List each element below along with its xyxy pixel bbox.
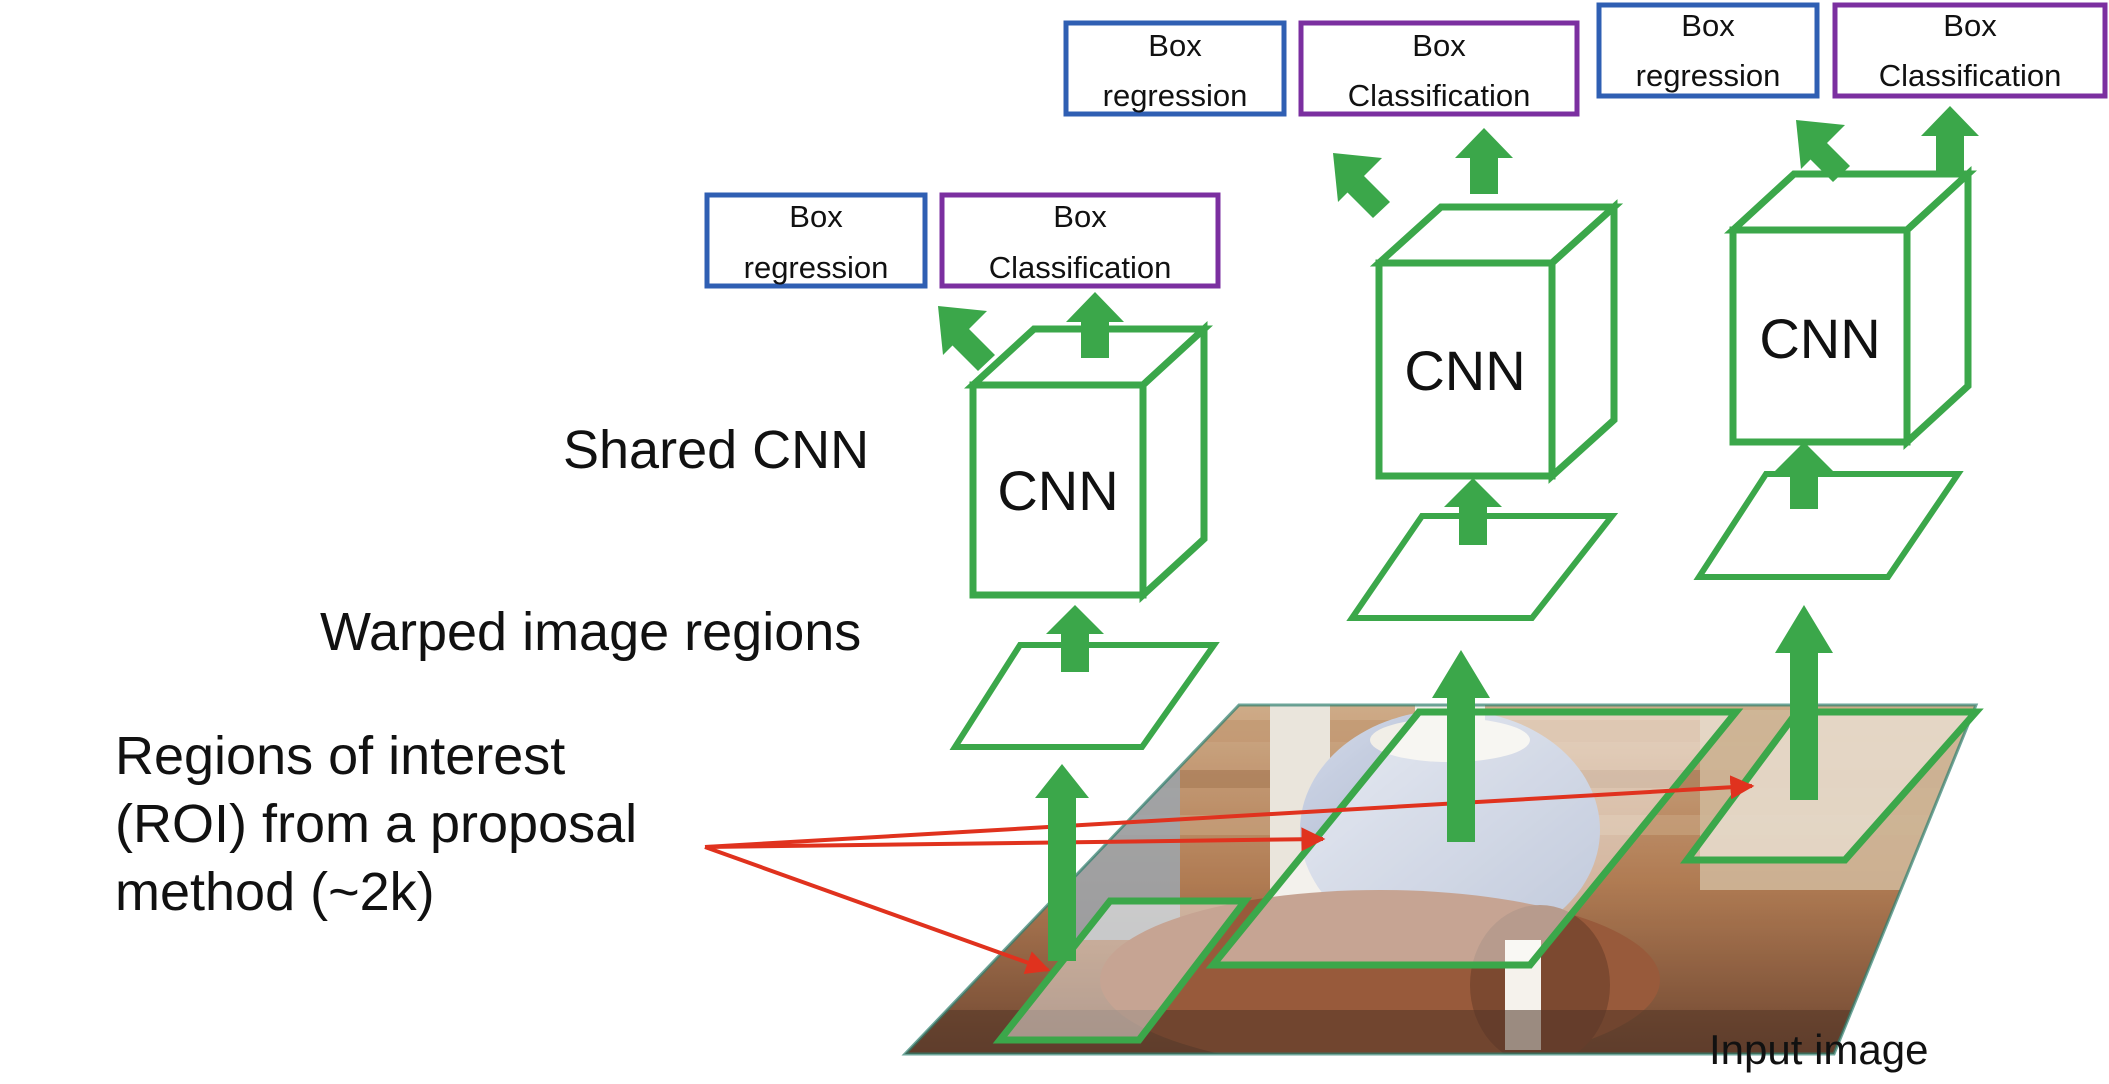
- pipeline-column-1: CNN Box regression Box Classification: [704, 192, 1221, 961]
- roi-label-line-1: Regions of interest: [115, 726, 565, 786]
- warped-regions-label: Warped image regions: [320, 602, 861, 662]
- svg-text:Box: Box: [1943, 8, 1997, 43]
- cnn-block-2: CNN: [1369, 199, 1624, 484]
- box-regression-1: Box regression: [704, 192, 928, 289]
- svg-text:Box: Box: [1053, 199, 1107, 234]
- svg-text:regression: regression: [744, 250, 889, 285]
- up-arrow-icon: [1444, 478, 1502, 545]
- box-regression-2: Box regression: [1063, 20, 1287, 117]
- roi-arrow-2: [704, 827, 1326, 852]
- up-arrow-icon: [1775, 605, 1833, 800]
- diagonal-arrow-icon: [1333, 153, 1390, 218]
- box-classification-2: Box Classification: [1298, 20, 1580, 117]
- cnn-label: CNN: [1759, 307, 1880, 370]
- up-arrow-icon: [1035, 764, 1089, 961]
- svg-text:Box: Box: [1148, 28, 1202, 63]
- svg-text:Classification: Classification: [989, 250, 1172, 285]
- svg-text:Box: Box: [1412, 28, 1466, 63]
- up-arrow-icon: [1775, 442, 1833, 509]
- svg-text:Box: Box: [789, 199, 843, 234]
- roi-pointer-arrows: [704, 775, 1755, 975]
- roi-arrow-3: [704, 775, 1755, 849]
- up-arrow-icon: [1455, 128, 1513, 194]
- cnn-label: CNN: [1404, 339, 1525, 402]
- input-image-label: Input image: [1709, 1026, 1928, 1073]
- cnn-block-3: CNN: [1724, 166, 1977, 450]
- warped-region-3: [1693, 471, 1964, 580]
- svg-text:Classification: Classification: [1348, 78, 1531, 113]
- roi-label-line-3: method (~2k): [115, 862, 435, 922]
- svg-text:regression: regression: [1103, 78, 1248, 113]
- diagonal-arrow-icon: [1796, 120, 1850, 182]
- pipeline-column-2: CNN Box regression Box Classification: [1063, 20, 1624, 842]
- warped-region-2: [1346, 513, 1619, 621]
- svg-text:Classification: Classification: [1879, 58, 2062, 93]
- cnn-block-1: CNN: [964, 321, 1213, 603]
- roi-region-1: [992, 897, 1253, 1044]
- svg-text:Box: Box: [1681, 8, 1735, 43]
- up-arrow-icon: [1046, 605, 1104, 672]
- box-classification-3: Box Classification: [1832, 2, 2108, 99]
- up-arrow-icon: [1066, 292, 1124, 358]
- roi-region-3: [1680, 708, 1984, 864]
- up-arrow-icon: [1432, 650, 1490, 842]
- up-arrow-icon: [1921, 106, 1979, 172]
- shared-cnn-label: Shared CNN: [563, 420, 869, 480]
- roi-label-line-2: (ROI) from a proposal: [115, 794, 637, 854]
- box-regression-3: Box regression: [1596, 2, 1820, 99]
- roi-arrow-1: [704, 845, 1051, 975]
- pipeline-column-3: CNN Box regression Box Classification: [1596, 2, 2108, 800]
- warped-region-1: [949, 642, 1220, 750]
- box-classification-1: Box Classification: [939, 192, 1221, 289]
- svg-text:regression: regression: [1636, 58, 1781, 93]
- cnn-label: CNN: [997, 459, 1118, 522]
- diagonal-arrow-icon: [938, 306, 995, 371]
